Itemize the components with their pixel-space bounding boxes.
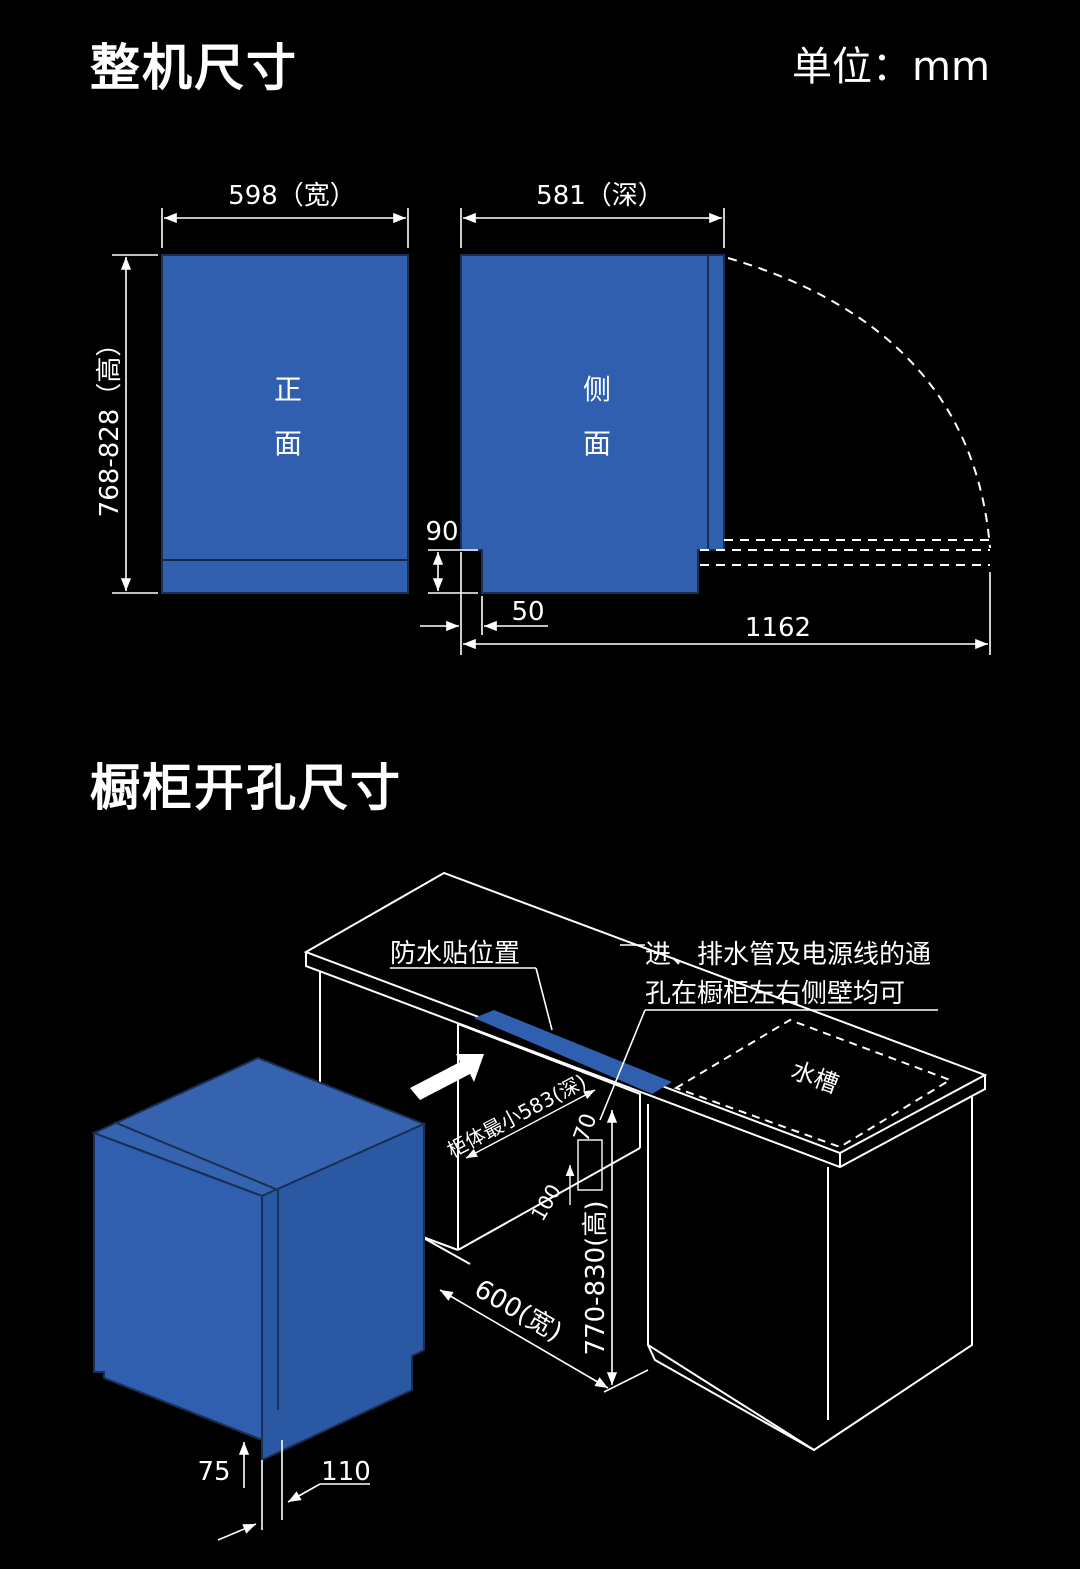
side-label-2: 面 [583,427,611,460]
cabinet-depth-label: 柜体最小583(深) [443,1069,590,1162]
dim-70-100 [565,1139,603,1205]
width-label: 598（宽） [228,181,356,211]
opening-height-dim [603,1110,649,1393]
opening-width-dim [439,1289,609,1389]
front-view: 正 面 [161,254,409,594]
dim-75-110 [217,1440,370,1541]
waterproof-label: 防水贴位置 [390,939,520,969]
depth-dimension [460,208,725,248]
note-leader [599,944,938,1121]
depth-label: 581（深） [536,181,664,211]
dim-1162-label: 1162 [745,613,811,643]
cabinet-frame [319,971,973,1452]
note-line-2: 孔在橱柜左右侧壁均可 [645,979,905,1009]
waterproof-strip [474,1010,672,1094]
unit-label: 单位：mm [792,44,990,90]
width-dimension [161,208,409,248]
front-label-1: 正 [274,373,302,406]
dim-1162 [463,572,991,655]
dim-90 [428,549,478,594]
dim-50 [420,552,548,655]
section-title-dimensions: 整机尺寸 [90,39,298,97]
sink-label: 水槽 [787,1056,842,1099]
dishwasher-iso [91,1056,427,1462]
door-swing-arc [700,257,991,566]
note-line-1: 进、排水管及电源线的通 [645,940,931,970]
waterproof-leader [390,967,553,1031]
side-label-1: 侧 [583,373,611,406]
cabinet-depth-dim [465,1089,596,1159]
height-label: 768-828（高） [95,331,125,518]
dim-50-label: 50 [511,597,544,627]
opening-height-label: 770-830(高) [581,1201,611,1356]
section-title-cabinet-cutout: 橱柜开孔尺寸 [90,759,402,817]
opening-width-label: 600(宽) [469,1274,567,1348]
dim-90-label: 90 [425,517,458,547]
front-label-2: 面 [274,427,302,460]
height-dimension [112,254,158,594]
dim-100-label: 100 [526,1180,566,1225]
dim-110-label: 110 [321,1457,371,1487]
dim-75-label: 75 [197,1457,230,1487]
insert-arrow-icon [410,1054,484,1100]
side-view: 侧 面 [460,254,725,594]
sink-outline [673,1018,953,1149]
